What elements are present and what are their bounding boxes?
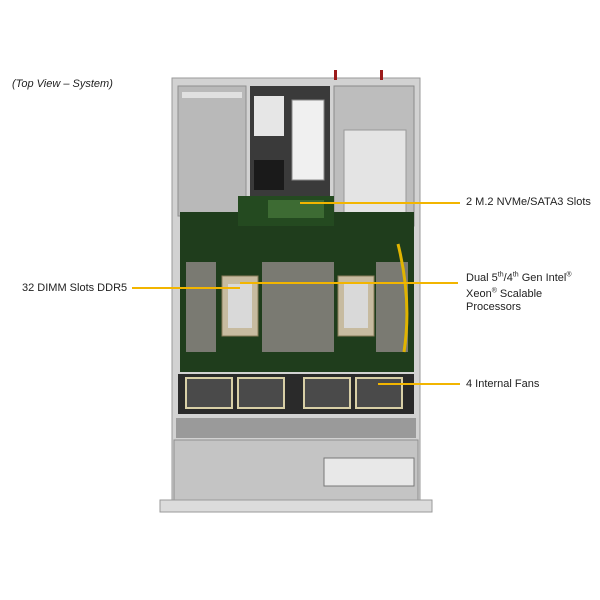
- rear-handle-left: [334, 70, 337, 80]
- front-drive-area: [176, 418, 416, 438]
- callout-m2-slots: 2 M.2 NVMe/SATA3 Slots: [466, 196, 591, 208]
- fan-3: [303, 377, 351, 409]
- view-caption: (Top View – System): [12, 78, 113, 90]
- leader-line-dimm: [132, 287, 240, 289]
- front-bezel: [159, 499, 433, 513]
- left-bay: [177, 85, 247, 217]
- callout-internal-fans: 4 Internal Fans: [466, 378, 540, 390]
- leader-line-cpu: [240, 282, 458, 284]
- callout-processors-line1: Dual 5th/4th Gen Intel®: [466, 271, 572, 284]
- callout-processors-line2: Xeon® Scalable: [466, 287, 543, 301]
- dimm-bank-right: [300, 262, 408, 352]
- leader-line-m2: [300, 202, 460, 204]
- rear-handle-right: [380, 70, 383, 80]
- callout-dimm-slots: 32 DIMM Slots DDR5: [22, 282, 128, 294]
- callout-processors-line3: Processors: [466, 301, 522, 314]
- service-label: [323, 457, 415, 487]
- dimm-bank-left: [186, 262, 300, 352]
- m2-slot-area: [268, 200, 324, 218]
- fan-2: [237, 377, 285, 409]
- leader-line-fans: [378, 383, 460, 385]
- callout-processors: Dual 5th/4th Gen Intel® Xeon® Scalable P…: [466, 268, 572, 314]
- fan-1: [185, 377, 233, 409]
